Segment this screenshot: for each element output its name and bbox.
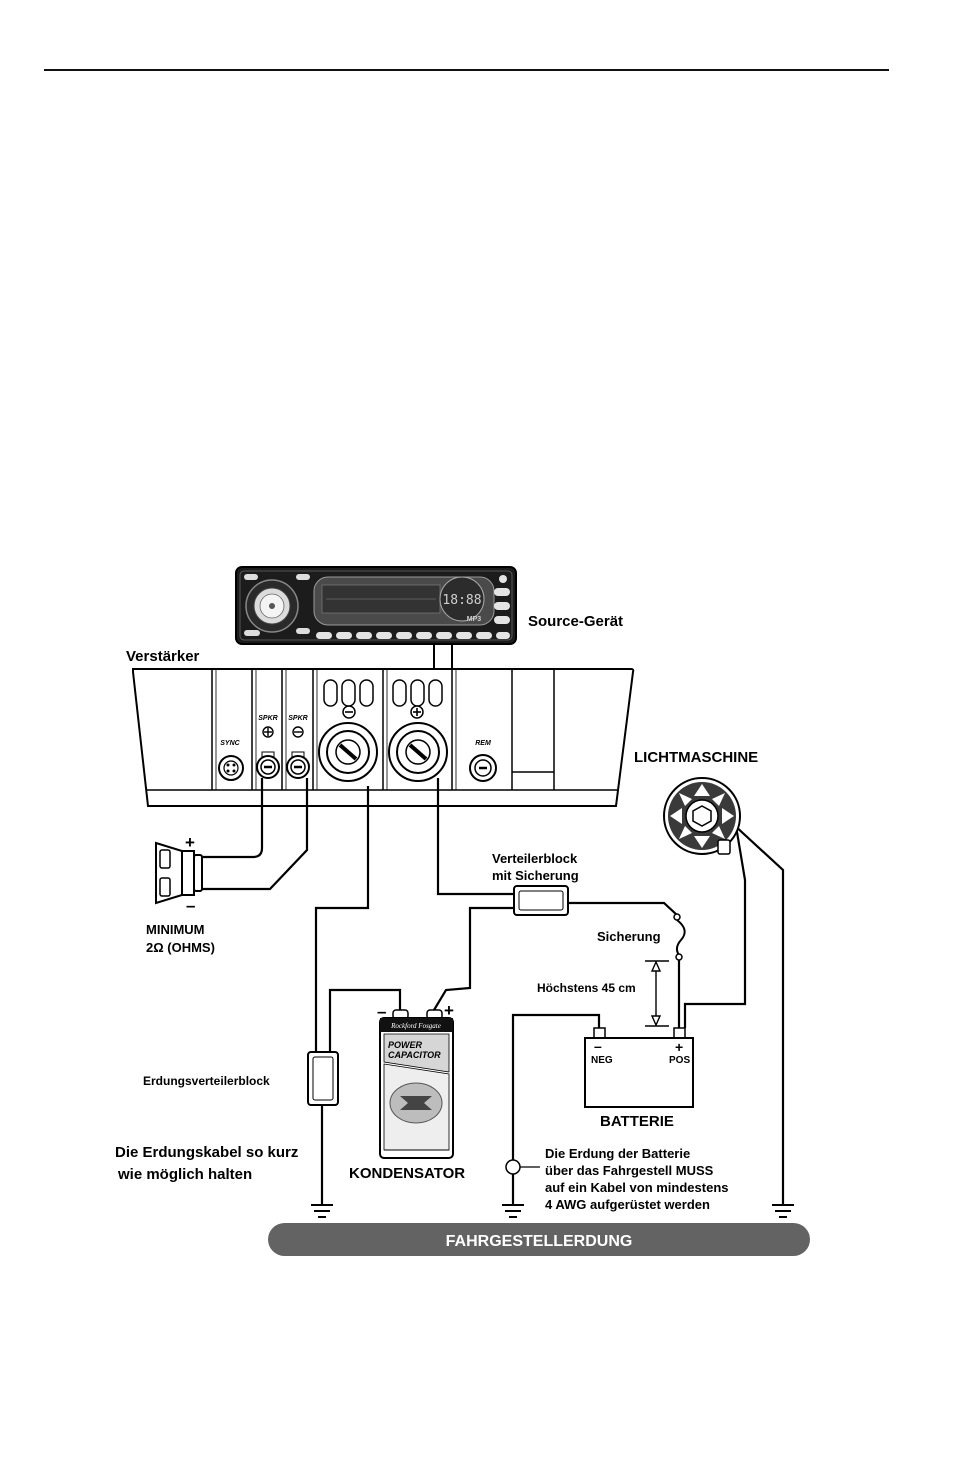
head-unit-mp3-badge: MP3 bbox=[467, 616, 482, 623]
power-ground-terminal bbox=[318, 722, 378, 782]
head-unit-clock: 18:88 bbox=[442, 593, 481, 608]
battery bbox=[584, 1027, 694, 1108]
capacitor-label: KONDENSATOR bbox=[349, 1165, 465, 1182]
minimum-label-line1: MINIMUM bbox=[146, 922, 205, 937]
battery-note-line3: auf ein Kabel von mindestens bbox=[545, 1180, 729, 1195]
capacitor-plus-sign: + bbox=[444, 1001, 454, 1020]
amplifier-label: Verstärker bbox=[126, 648, 200, 665]
fuse-symbol bbox=[673, 913, 686, 961]
amp-power-fuses bbox=[392, 679, 443, 707]
top-rule bbox=[44, 69, 889, 71]
capacitor-brand: Rockford Fosgate bbox=[390, 1022, 441, 1030]
spkr-minus-symbol bbox=[292, 726, 304, 738]
distribution-block-label-line2: mit Sicherung bbox=[492, 868, 579, 883]
alternator bbox=[663, 777, 741, 855]
source-unit-label: Source-Gerät bbox=[528, 613, 623, 630]
max-distance-dimension bbox=[645, 960, 669, 1027]
ground-distribution-block bbox=[307, 1051, 339, 1106]
speaker-plus-sign: + bbox=[185, 833, 195, 852]
ground-symbol-alternator bbox=[772, 1204, 794, 1218]
amp-ground-fuses bbox=[323, 679, 374, 707]
alternator-label: LICHTMASCHINE bbox=[634, 749, 758, 766]
spkr-plus-terminal bbox=[256, 751, 280, 779]
battery-pos-label: POS bbox=[669, 1055, 690, 1066]
battery-note-line4: 4 AWG aufgerüstet werden bbox=[545, 1197, 710, 1212]
ground-block-label: Erdungsverteilerblock bbox=[143, 1074, 270, 1088]
amp-spkr-minus-label: SPKR bbox=[288, 715, 307, 722]
capacitor-print-line2: CAPACITOR bbox=[388, 1050, 441, 1060]
distribution-block bbox=[513, 885, 569, 916]
speaker bbox=[155, 841, 203, 905]
max-distance-label: Höchstens 45 cm bbox=[537, 981, 636, 995]
capacitor-print-line1: POWER bbox=[388, 1040, 423, 1050]
battery-neg-label: NEG bbox=[591, 1055, 613, 1066]
power-positive-terminal bbox=[388, 722, 448, 782]
chassis-ground-bar: FAHRGESTELLERDUNG bbox=[268, 1223, 810, 1256]
power-capacitor: Rockford Fosgate POWER CAPACITOR bbox=[379, 1009, 454, 1159]
ground-symbol-battery bbox=[502, 1204, 524, 1218]
battery-note-line1: Die Erdung der Batterie bbox=[545, 1146, 690, 1161]
amp-rem-label: REM bbox=[475, 740, 491, 747]
battery-note-marker bbox=[505, 1159, 540, 1175]
speaker-minus-sign: – bbox=[186, 896, 195, 915]
battery-pos-sign: + bbox=[675, 1039, 683, 1055]
battery-note-line2: über das Fahrgestell MUSS bbox=[545, 1163, 714, 1178]
spkr-plus-symbol bbox=[262, 726, 274, 738]
wiring bbox=[201, 778, 785, 1205]
ground-symbol-capacitor bbox=[311, 1204, 333, 1218]
head-unit-display: 18:88 MP3 bbox=[313, 576, 495, 626]
head-unit: 18:88 MP3 bbox=[235, 566, 517, 645]
short-ground-note-line2: wie möglich halten bbox=[117, 1166, 252, 1183]
volume-knob bbox=[245, 579, 299, 633]
capacitor-minus-sign: – bbox=[377, 1002, 386, 1021]
amp-spkr-plus-label: SPKR bbox=[258, 715, 277, 722]
power-plus-symbol bbox=[410, 705, 424, 719]
minimum-label-line2: 2Ω (OHMS) bbox=[146, 940, 215, 955]
battery-label: BATTERIE bbox=[600, 1113, 674, 1130]
remote-terminal bbox=[469, 754, 497, 782]
short-ground-note-line1: Die Erdungskabel so kurz bbox=[115, 1144, 298, 1161]
amp-sync-label: SYNC bbox=[220, 740, 240, 747]
spkr-minus-terminal bbox=[286, 751, 310, 779]
chassis-ground-label: FAHRGESTELLERDUNG bbox=[446, 1233, 633, 1250]
amplifier: SYNC SPKR SPKR bbox=[132, 668, 635, 807]
ground-minus-symbol bbox=[342, 705, 356, 719]
fuse-label: Sicherung bbox=[597, 929, 661, 944]
preset-buttons bbox=[316, 632, 510, 639]
battery-neg-sign: – bbox=[594, 1038, 602, 1054]
distribution-block-label-line1: Verteilerblock bbox=[492, 851, 578, 866]
